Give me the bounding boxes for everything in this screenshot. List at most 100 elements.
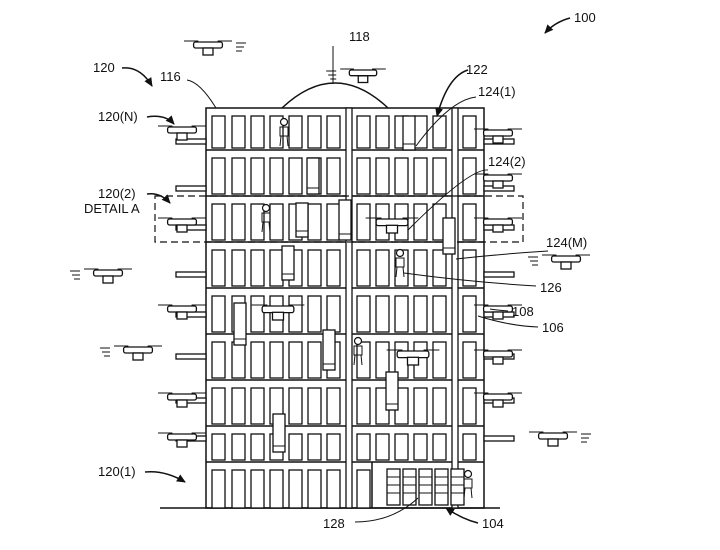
window (432, 115, 447, 149)
drone-icon (474, 392, 522, 408)
window (211, 387, 226, 425)
window (250, 295, 265, 333)
window (413, 249, 428, 287)
window (211, 203, 226, 241)
window (413, 157, 428, 195)
label-structure: 116 (160, 69, 181, 84)
window (432, 387, 447, 425)
balcony-left (175, 138, 207, 145)
drone-icon (474, 304, 522, 320)
window (375, 249, 390, 287)
drone-icon (529, 431, 591, 447)
person-icon (261, 203, 271, 233)
drone-icon (70, 268, 132, 284)
window (326, 433, 341, 461)
window (413, 203, 428, 241)
window (432, 433, 447, 461)
window (462, 203, 477, 241)
window (288, 469, 303, 509)
window (307, 295, 322, 333)
window (326, 203, 341, 241)
drone-icon (528, 254, 590, 270)
window (326, 157, 341, 195)
window (375, 341, 390, 379)
window (356, 341, 371, 379)
window (307, 341, 322, 379)
garage-door (434, 468, 449, 506)
window (231, 249, 246, 287)
window (250, 249, 265, 287)
window (288, 433, 303, 461)
window (250, 157, 265, 195)
label-building-system: 120 (93, 60, 115, 75)
window (356, 203, 371, 241)
balcony-right (483, 435, 515, 442)
window (269, 249, 284, 287)
elevator-car (233, 302, 247, 346)
elevator-car (338, 199, 352, 241)
window (231, 469, 246, 509)
window (250, 433, 265, 461)
window (356, 433, 371, 461)
window (413, 295, 428, 333)
window (432, 157, 447, 195)
window (307, 203, 322, 241)
label-ground-level: 120(1) (98, 464, 136, 479)
elevator-car (272, 413, 286, 453)
window (413, 115, 428, 149)
drone-icon (365, 217, 419, 234)
elevator-car (385, 371, 399, 411)
label-station-1: 124(1) (478, 84, 516, 99)
label-entrance: 128 (323, 516, 345, 531)
window (326, 115, 341, 149)
balcony-right (483, 271, 515, 278)
drone-icon (474, 128, 522, 144)
drone-icon (158, 392, 206, 408)
window (462, 433, 477, 461)
window (269, 203, 284, 241)
garage-bays (371, 462, 465, 508)
reference-labels: 100 120 120(N) 120(2) DETAIL A 120(1) 11… (84, 10, 596, 531)
drone-icon (100, 345, 162, 361)
window (326, 387, 341, 425)
window (432, 249, 447, 287)
window (288, 341, 303, 379)
multi-level-building (160, 107, 515, 509)
window (231, 341, 246, 379)
window (269, 115, 284, 149)
window (269, 469, 284, 509)
window (356, 157, 371, 195)
drone-icon (251, 304, 305, 321)
label-station-m: 124(M) (546, 235, 587, 250)
garage-door (402, 468, 417, 506)
label-landing-pad: 108 (512, 304, 534, 319)
window (307, 433, 322, 461)
window (211, 295, 226, 333)
detail-a-box (154, 195, 524, 243)
window (269, 341, 284, 379)
drone-icon (326, 68, 386, 84)
window (356, 249, 371, 287)
drone-icon (158, 432, 206, 448)
window (231, 115, 246, 149)
structural-column (451, 107, 459, 509)
window (211, 157, 226, 195)
balcony-left (175, 353, 207, 360)
balcony-left (175, 271, 207, 278)
window (250, 469, 265, 509)
window (375, 295, 390, 333)
window (462, 157, 477, 195)
garage-door (386, 468, 401, 506)
garage-door (450, 468, 465, 506)
window (269, 157, 284, 195)
window (307, 387, 322, 425)
drone-icon (386, 349, 440, 366)
label-garage: 104 (482, 516, 504, 531)
leader-lines (121, 17, 571, 524)
window (211, 341, 226, 379)
label-balcony: 106 (542, 320, 564, 335)
window (356, 115, 371, 149)
drone-icon (158, 217, 206, 233)
window (413, 387, 428, 425)
